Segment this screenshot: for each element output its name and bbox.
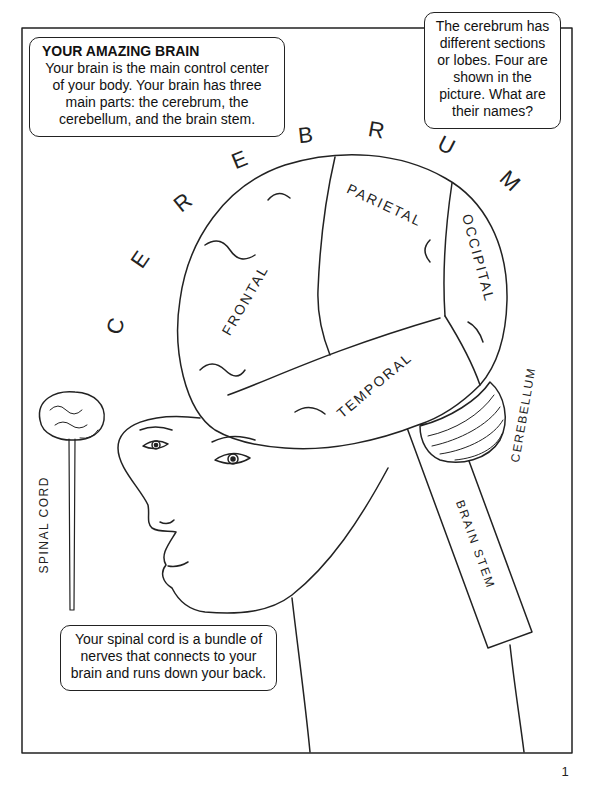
cerebellum-shape: [420, 382, 505, 462]
nostril: [160, 520, 174, 524]
arc-label: CEREBRUM: [101, 116, 564, 337]
box-text: Your brain is the main control center of…: [38, 60, 276, 128]
mouth: [168, 562, 188, 567]
box-text: The cerebrum has different sections or l…: [433, 18, 552, 120]
small-cerebellum: [80, 430, 98, 438]
lobe-label: OCCIPITAL: [458, 212, 497, 304]
neck-line: [292, 598, 310, 752]
eye: [143, 441, 168, 449]
brain-fold: [200, 364, 245, 376]
pupil: [154, 443, 157, 446]
occipital-boundary: [444, 183, 452, 316]
iris: [152, 441, 160, 449]
pupil: [231, 457, 235, 461]
face-outline: [118, 417, 388, 613]
brain-fold: [50, 406, 82, 414]
brain-fold: [295, 407, 325, 414]
cerebellum-stripe: [428, 395, 494, 436]
brain-fold: [468, 322, 483, 342]
eyebrow: [140, 427, 172, 430]
brain-fold: [425, 240, 430, 262]
box-text: Your spinal cord is a bundle of nerves t…: [69, 631, 268, 682]
part-label: CEREBELLUM: [509, 366, 539, 463]
cerebrum-outline: [178, 155, 507, 449]
small-brain: [39, 392, 104, 440]
eye: [215, 453, 250, 463]
arc-guide: [120, 138, 525, 355]
lobe-label: PARIETAL: [345, 180, 426, 229]
box-heading: YOUR AMAZING BRAIN: [38, 43, 276, 60]
lobe-label: TEMPORAL: [334, 349, 416, 421]
cerebellum-stripe: [432, 407, 500, 446]
page-frame: [22, 28, 572, 753]
lobe-label: FRONTAL: [218, 262, 271, 338]
cerebellum-stripe: [440, 420, 503, 454]
text-box: YOUR AMAZING BRAINYour brain is the main…: [29, 37, 285, 137]
brain-fold: [55, 422, 87, 428]
eyebrow: [212, 436, 255, 442]
brain-fold: [268, 193, 290, 200]
central-sulcus: [318, 157, 335, 355]
cerebellum-stripe: [455, 434, 502, 460]
part-label: SPINAL CORD: [38, 476, 52, 573]
page-number: 1: [561, 765, 568, 780]
brain-fold: [205, 241, 255, 259]
text-box: The cerebrum has different sections or l…: [424, 12, 561, 129]
neck-line: [510, 645, 524, 752]
part-label: BRAIN STEM: [453, 499, 498, 591]
text-box: Your spinal cord is a bundle of nerves t…: [60, 625, 277, 691]
spinal-cord-line: [69, 439, 75, 610]
iris: [228, 454, 238, 464]
